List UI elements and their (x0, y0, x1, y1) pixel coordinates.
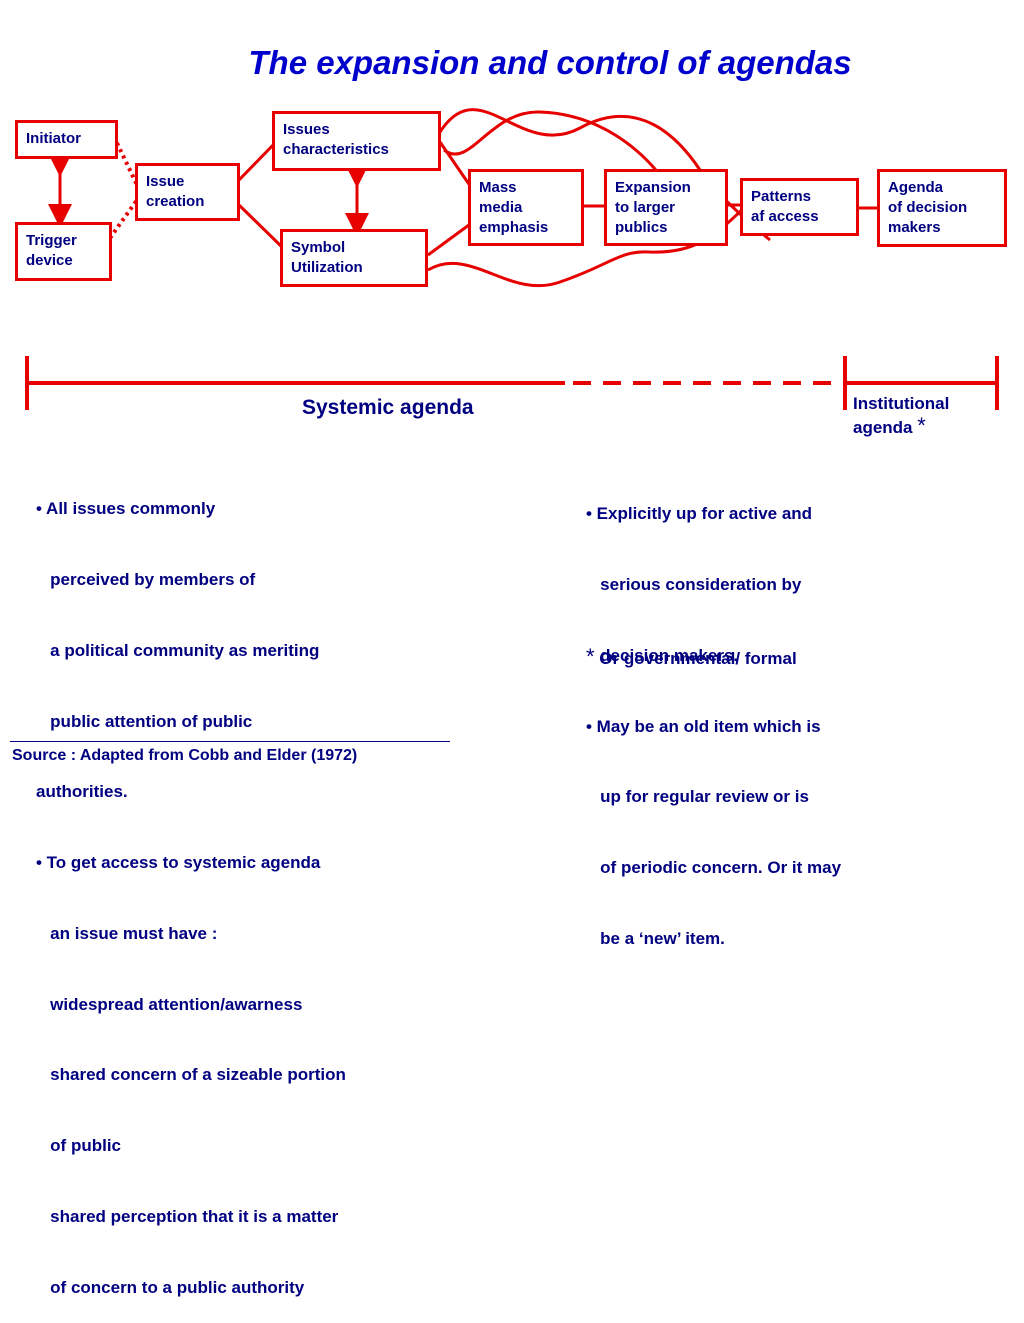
dotted-connector-trigger (108, 198, 139, 240)
patterns-of-access-box: Patterns af access (740, 178, 859, 236)
expansion-box: Expansion to larger publics (604, 169, 728, 246)
right-line: be a ‘new’ item. (586, 928, 725, 948)
agenda-decision-makers-box: Agenda of decision makers (877, 169, 1007, 247)
right-line: of periodic concern. Or it may (586, 858, 842, 878)
footnote: * Or governmental/ formal (586, 644, 797, 670)
right-line: decision makers. (586, 645, 739, 665)
connector-creation-characteristics (237, 140, 278, 182)
right-line: up for regular review or is (586, 787, 809, 807)
systemic-agenda-label: Systemic agenda (302, 396, 474, 419)
footnote-text: Or governmental/ formal (594, 649, 797, 668)
institutional-description: • Explicitly up for active and serious c… (586, 455, 841, 974)
initiator-box: Initiator (15, 120, 118, 159)
dotted-connector-initiator (115, 142, 139, 186)
institutional-label-line1: Institutional (853, 394, 950, 413)
left-line: shared concern of a sizeable portion (36, 1065, 346, 1085)
left-line: of concern to a public authority (36, 1277, 305, 1297)
institutional-label-line2: agenda * (853, 415, 949, 439)
institutional-label-agenda: agenda (853, 418, 913, 437)
connector-symbol-media (427, 220, 474, 257)
left-line: a political community as meriting (36, 640, 320, 660)
wavy-path-top-loop (443, 110, 662, 176)
left-line: public attention of public (36, 711, 253, 731)
institutional-agenda-label: Institutional agenda * (853, 393, 949, 439)
asterisk-mark: * (917, 413, 926, 438)
right-line: • Explicitly up for active and (586, 504, 813, 524)
left-line: • To get access to systemic agenda (36, 853, 321, 873)
left-line: shared perception that it is a matter (36, 1207, 339, 1226)
right-line: • May be an old item which is (586, 716, 821, 736)
left-line: widespread attention/awarness (36, 994, 303, 1014)
left-line: of public (36, 1136, 121, 1156)
right-line: serious consideration by (586, 574, 802, 594)
trigger-device-box: Trigger device (15, 222, 112, 281)
left-line: authorities. (36, 782, 128, 802)
issue-creation-box: Issue creation (135, 163, 240, 221)
left-line: • All issues commonly (36, 499, 216, 519)
source-divider (10, 741, 450, 742)
mass-media-box: Mass media emphasis (468, 169, 584, 246)
connector-creation-symbol (237, 203, 285, 250)
issues-characteristics-box: Issues characteristics (272, 111, 441, 171)
symbol-utilization-box: Symbol Utilization (280, 229, 428, 287)
source-citation: Source : Adapted from Cobb and Elder (19… (12, 747, 358, 764)
left-line: perceived by members of (36, 569, 256, 589)
footnote-asterisk: * (586, 644, 595, 669)
wavy-path-upper (438, 108, 771, 242)
diagram-connectors (25, 108, 999, 410)
left-line: an issue must have : (36, 923, 218, 943)
systemic-description: • All issues commonly perceived by membe… (36, 450, 346, 1323)
page-title: The expansion and control of agendas (248, 44, 852, 81)
